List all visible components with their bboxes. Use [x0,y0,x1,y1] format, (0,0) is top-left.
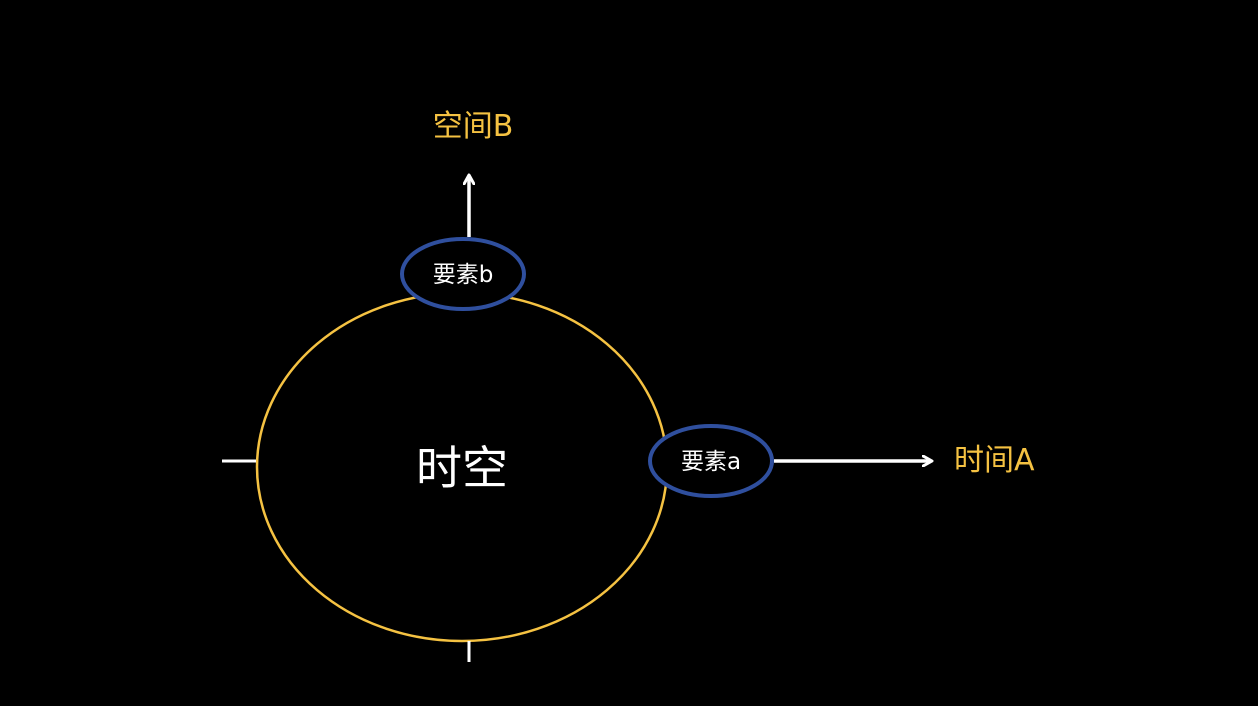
space-axis-label: 空间B [433,109,514,144]
node-a-ellipse [648,424,774,498]
node-b-ellipse [400,237,526,311]
node-a-label: 要素a [681,449,741,475]
time-axis-label: 时间A [954,443,1035,478]
node-b-label: 要素b [433,262,494,288]
center-label: 时空 [416,441,508,495]
